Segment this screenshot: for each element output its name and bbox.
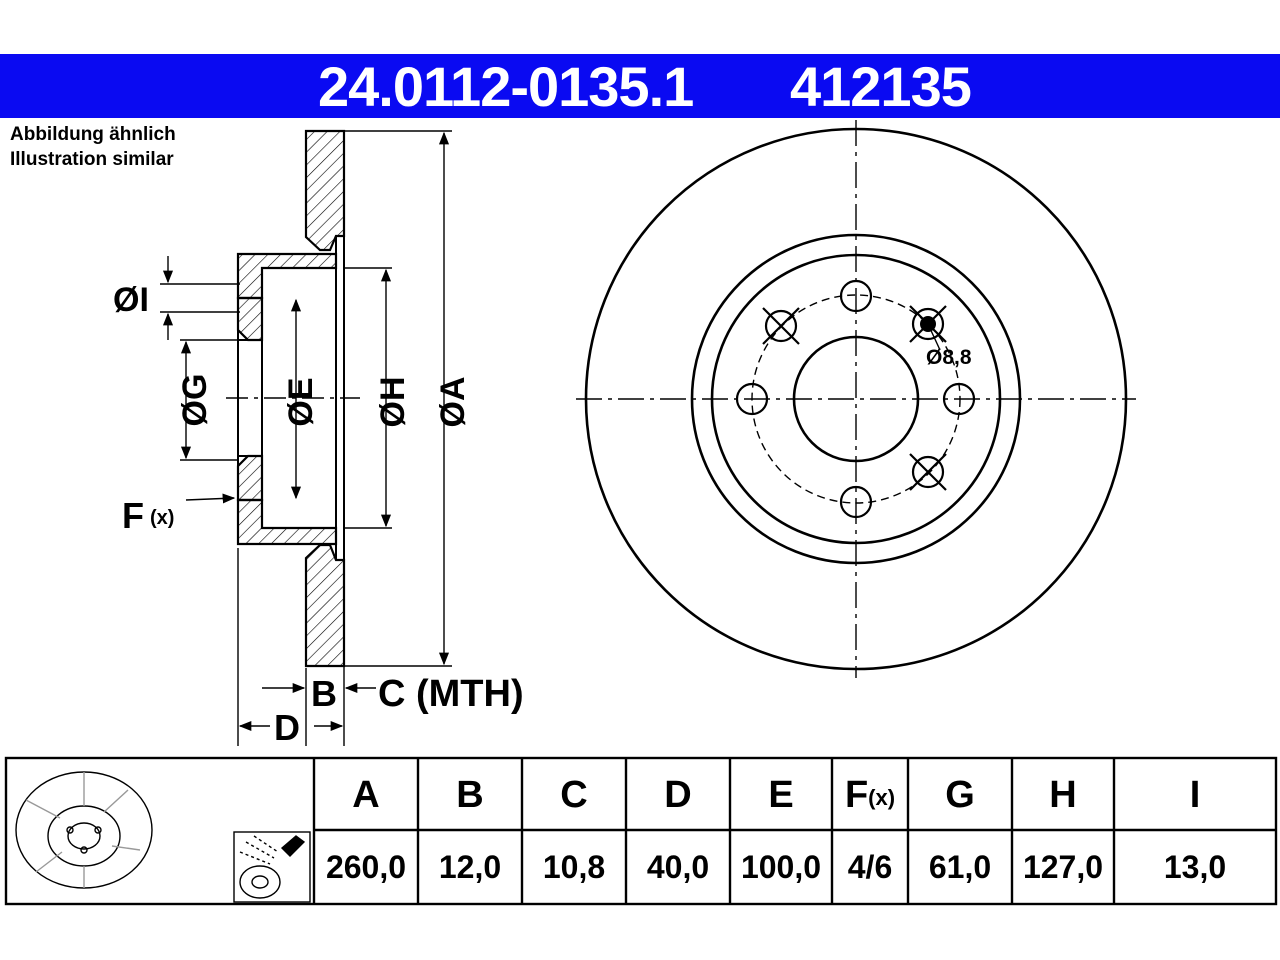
label-dia-H: ØH [374,377,412,428]
table-header-label: G [945,773,975,816]
front-view [576,120,1136,678]
table-value-e: 100,0 [740,848,822,885]
dim-G [180,339,238,461]
dim-BCD [237,548,376,746]
label-F: F [122,495,144,536]
table-header-label: I [1189,773,1201,816]
table-header-e: E [730,760,832,830]
table-value-i: 13,0 [1163,848,1227,885]
table-value-b: 12,0 [438,848,502,885]
table-header-label: H [1049,773,1077,816]
label-dia-I: ØI [113,281,149,319]
label-C: C (MTH) [378,673,524,715]
disc-thumbnail-icon [15,771,153,889]
table-frame [4,756,1278,906]
table-header-i: I [1114,760,1276,830]
table-value-c: 10,8 [542,848,606,885]
table-header-label: A [352,773,380,816]
table-header-d: D [626,760,730,830]
label-hole-diameter: Ø8,8 [926,346,972,369]
table-value-g: 61,0 [928,848,992,885]
table-header-label: B [456,773,484,816]
table-header-label: C [560,773,588,816]
table-header-a: A [314,760,418,830]
dim-H [344,267,392,529]
side-section-view [236,129,346,668]
label-B: B [311,673,337,714]
table-header-sublabel: (x) [868,785,896,810]
label-dia-G: ØG [176,374,214,427]
dim-A [344,130,452,667]
table-header-b: B [418,760,522,830]
dim-I [160,256,240,340]
label-dia-E: ØE [282,377,320,426]
table-header-label: E [768,773,794,816]
label-D: D [274,707,300,748]
table-header-h: H [1012,760,1114,830]
label-dia-A: ØA [434,377,472,428]
table-value-d: 40,0 [646,848,710,885]
reference-number: 412135 [790,55,972,118]
title-bar: 24.0112-0135.1 412135 [0,54,1280,118]
caption-german: Abbildung ähnlich [10,124,176,145]
table-value-a: 260,0 [325,848,407,885]
table-value-f: 4/6 [847,848,893,885]
table-header-f: F(x) [832,760,908,830]
article-number: 24.0112-0135.1 [318,55,694,118]
table-header-c: C [522,760,626,830]
table-header-g: G [908,760,1012,830]
table-value-h: 127,0 [1022,848,1104,885]
caption-english: Illustration similar [10,149,174,170]
table-header-label: F [844,773,869,816]
table-header-label: D [664,773,692,816]
label-F-sub: (x) [150,507,174,529]
spray-cleaning-icon [233,831,311,903]
